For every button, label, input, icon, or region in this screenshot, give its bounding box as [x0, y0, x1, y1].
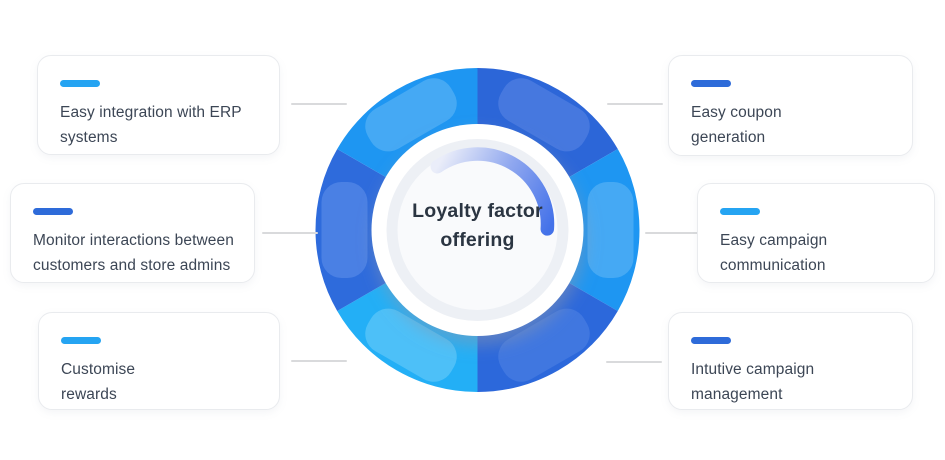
wheel-segment-highlight-top-right — [498, 78, 590, 152]
connector-line — [291, 103, 347, 105]
accent-bar — [691, 337, 731, 344]
accent-bar — [61, 337, 101, 344]
feature-card-campaign-communication: Easy campaign communication — [697, 183, 935, 283]
feature-card-campaign-management: Intutive campaign management — [668, 312, 913, 410]
wheel-hub-core — [397, 150, 558, 310]
connector-line — [606, 361, 662, 363]
connector-line — [262, 232, 318, 234]
wheel-segment-highlight-top-left — [365, 78, 457, 152]
feature-card-label: Monitor interactions between customers a… — [33, 232, 234, 274]
wheel-segment-highlight-bottom-left — [365, 308, 457, 382]
wheel-center-title: Loyalty factor offering — [412, 200, 543, 251]
connector-line — [291, 360, 347, 362]
accent-bar — [720, 208, 760, 215]
connector-line — [645, 232, 700, 234]
wheel-segment-highlight-right — [587, 182, 634, 278]
wheel-segment-highlight-left — [321, 182, 368, 278]
feature-card-label: Easy campaign communication — [720, 232, 828, 274]
feature-card-coupon-generation: Easy coupon generation — [668, 55, 913, 156]
accent-bar — [33, 208, 73, 215]
accent-bar — [60, 80, 100, 87]
accent-bar — [691, 80, 731, 87]
connector-line — [607, 103, 663, 105]
wheel-segment-highlight-bottom-right — [498, 308, 590, 382]
feature-card-easy-integration: Easy integration with ERP systems — [37, 55, 280, 155]
feature-card-customise-rewards: Customise rewards — [38, 312, 280, 410]
gradient-swoosh-arc — [430, 147, 555, 236]
feature-card-label: Easy coupon generation — [691, 104, 782, 146]
feature-card-label: Intutive campaign management — [691, 361, 815, 403]
feature-card-label: Customise rewards — [61, 361, 136, 403]
feature-card-label: Easy integration with ERP systems — [60, 104, 242, 146]
wheel-segment-highlights — [321, 78, 634, 382]
feature-card-monitor-interactions: Monitor interactions between customers a… — [10, 183, 255, 283]
